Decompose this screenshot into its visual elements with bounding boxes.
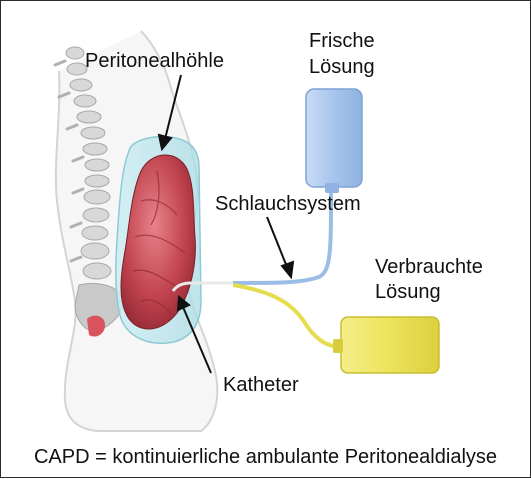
figure-caption: CAPD = kontinuierliche ambulante Periton… (1, 446, 530, 469)
used-solution-bag (333, 317, 439, 373)
fresh-solution-label-line1: Frische (309, 29, 375, 53)
tubing-system-label: Schlauchsystem (215, 192, 361, 216)
catheter-label: Katheter (223, 373, 299, 397)
used-solution-label-line1: Verbrauchte (375, 255, 483, 279)
used-solution-label-line2: Lösung (375, 280, 441, 304)
peritoneal-cavity-label: Peritonealhöhle (85, 49, 224, 73)
tubing-to-used-bag (233, 285, 341, 347)
fresh-solution-label-line2: Lösung (309, 55, 375, 79)
fresh-solution-bag (306, 89, 362, 193)
